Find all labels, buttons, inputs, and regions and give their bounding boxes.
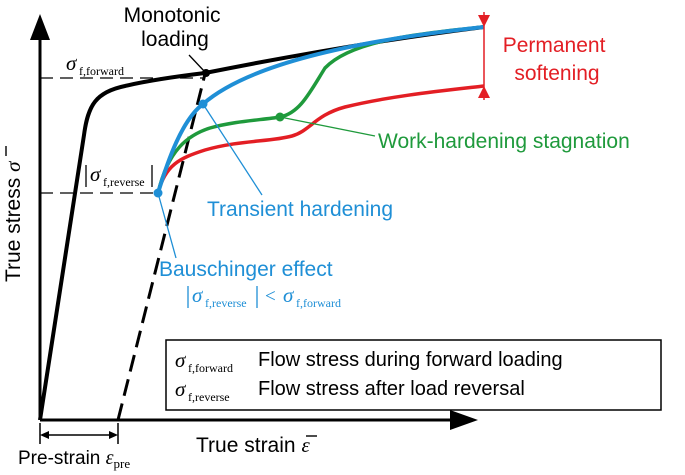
- svg-text:σ: σ: [175, 377, 187, 401]
- y-axis-arrow: [30, 14, 50, 40]
- legend-box: [165, 339, 662, 411]
- svg-text:f,reverse: f,reverse: [205, 296, 247, 310]
- bauschinger-leader: [157, 192, 177, 259]
- stagnation-leader: [279, 116, 376, 137]
- y-axis-label: True stress σ: [1, 160, 25, 282]
- legend-item-reverse: σ f,reverse Flow stress after load rever…: [175, 377, 525, 404]
- bauschinger-inequality: σ f,reverse < σ f,forward: [187, 283, 341, 310]
- monotonic-label: Monotonic loading: [124, 4, 227, 51]
- prestrain-arrow-right: [109, 431, 118, 439]
- svg-text:σ: σ: [66, 51, 78, 75]
- reverse-stress-mark: σ f,reverse: [85, 162, 153, 189]
- svg-text:f,reverse: f,reverse: [103, 175, 145, 189]
- svg-text:Flow stress after load reversa: Flow stress after load reversal: [258, 378, 525, 400]
- work-hardening-label: Work-hardening stagnation: [378, 130, 630, 153]
- x-axis-label: True strain ε: [196, 433, 310, 457]
- forward-stress-mark: σ f,forward: [66, 51, 124, 78]
- x-axis-arrow: [450, 410, 478, 430]
- softening-arrow-up: [478, 86, 490, 98]
- prestrain-arrow-left: [40, 431, 49, 439]
- transient-hardening-label: Transient hardening: [207, 198, 393, 221]
- svg-text:σ: σ: [283, 283, 295, 307]
- unloading-dash: [116, 73, 207, 421]
- svg-text:σ: σ: [175, 348, 187, 372]
- transient-curve: [156, 25, 485, 194]
- svg-text:σ: σ: [90, 162, 102, 186]
- bauschinger-label: Bauschinger effect: [159, 258, 333, 281]
- softening-arrow-down: [478, 15, 490, 27]
- prestrain-label: Pre-strain εpre: [18, 447, 130, 471]
- legend-item-forward: σ f,forward Flow stress during forward l…: [175, 348, 563, 375]
- svg-text:<: <: [265, 286, 276, 307]
- svg-text:f,reverse: f,reverse: [188, 390, 230, 404]
- softening-curve: [156, 84, 485, 194]
- permanent-softening-label: Permanent softening: [503, 34, 612, 85]
- svg-text:Flow stress during forward loa: Flow stress during forward loading: [258, 349, 563, 371]
- svg-text:f,forward: f,forward: [296, 296, 341, 310]
- svg-text:f,forward: f,forward: [188, 361, 233, 375]
- svg-text:f,forward: f,forward: [79, 64, 124, 78]
- monotonic-leader: [188, 54, 206, 73]
- svg-text:σ: σ: [192, 283, 204, 307]
- transient-leader: [202, 103, 263, 196]
